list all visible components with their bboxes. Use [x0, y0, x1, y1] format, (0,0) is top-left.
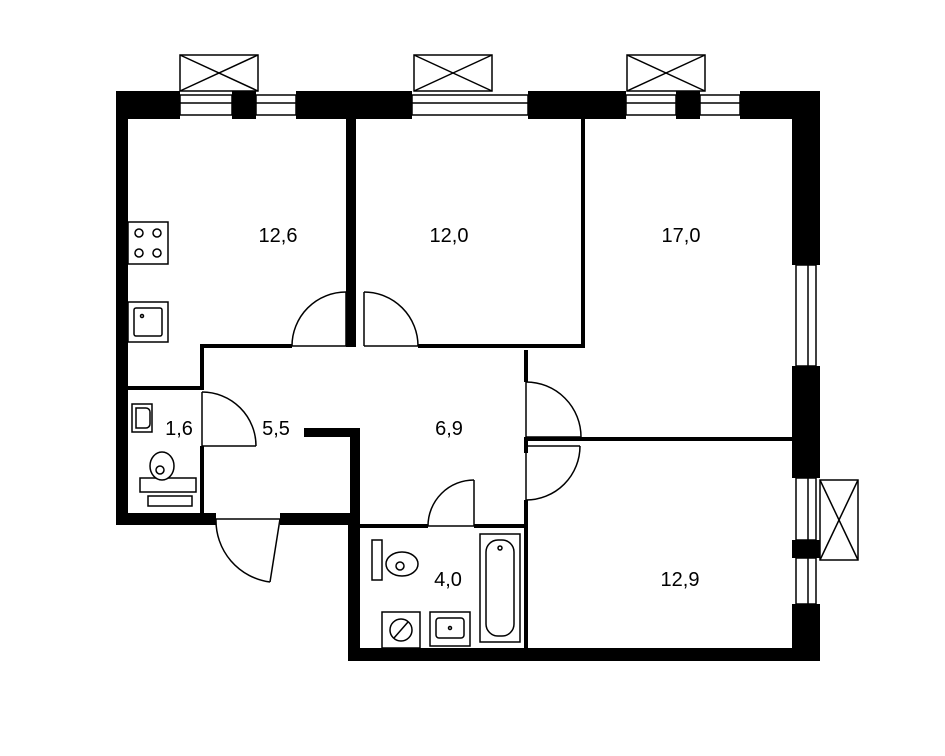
toilet-sink-icon [131, 403, 153, 433]
area-label-bedroom-right: 17,0 [662, 225, 701, 247]
area-label-toilet: 1,6 [165, 418, 193, 440]
window-bedroom-middle [411, 94, 529, 116]
window-kitchen-1 [179, 94, 233, 116]
window-bedroom-right-side [795, 264, 817, 367]
area-label-bedroom-bottom: 12,9 [661, 569, 700, 591]
toilet-tank-icon [139, 477, 197, 493]
window-bedroom-right-2 [699, 94, 741, 116]
vent-icon [147, 495, 193, 507]
area-label-hall: 5,5 [262, 418, 290, 440]
ac-units [179, 54, 859, 561]
window-bedroom-bottom-1 [795, 477, 817, 541]
window-bedroom-right-1 [625, 94, 677, 116]
exterior-walls [116, 91, 820, 661]
area-label-bedroom-middle: 12,0 [430, 225, 469, 247]
area-labels: 12,6 12,0 17,0 1,6 5,5 6,9 4,0 12,9 [165, 225, 700, 591]
windows [179, 94, 817, 605]
doors [201, 291, 582, 583]
area-label-kitchen: 12,6 [259, 225, 298, 247]
bath-toilet-tank-icon [371, 539, 383, 581]
stove-icon [127, 221, 169, 265]
area-label-corridor: 6,9 [435, 418, 463, 440]
area-label-bathroom: 4,0 [434, 569, 462, 591]
window-kitchen-2 [255, 94, 297, 116]
fixtures [127, 221, 521, 649]
interior-walls [128, 119, 792, 648]
window-bedroom-bottom-2 [795, 557, 817, 605]
bath-toilet-bowl-icon [385, 551, 419, 577]
